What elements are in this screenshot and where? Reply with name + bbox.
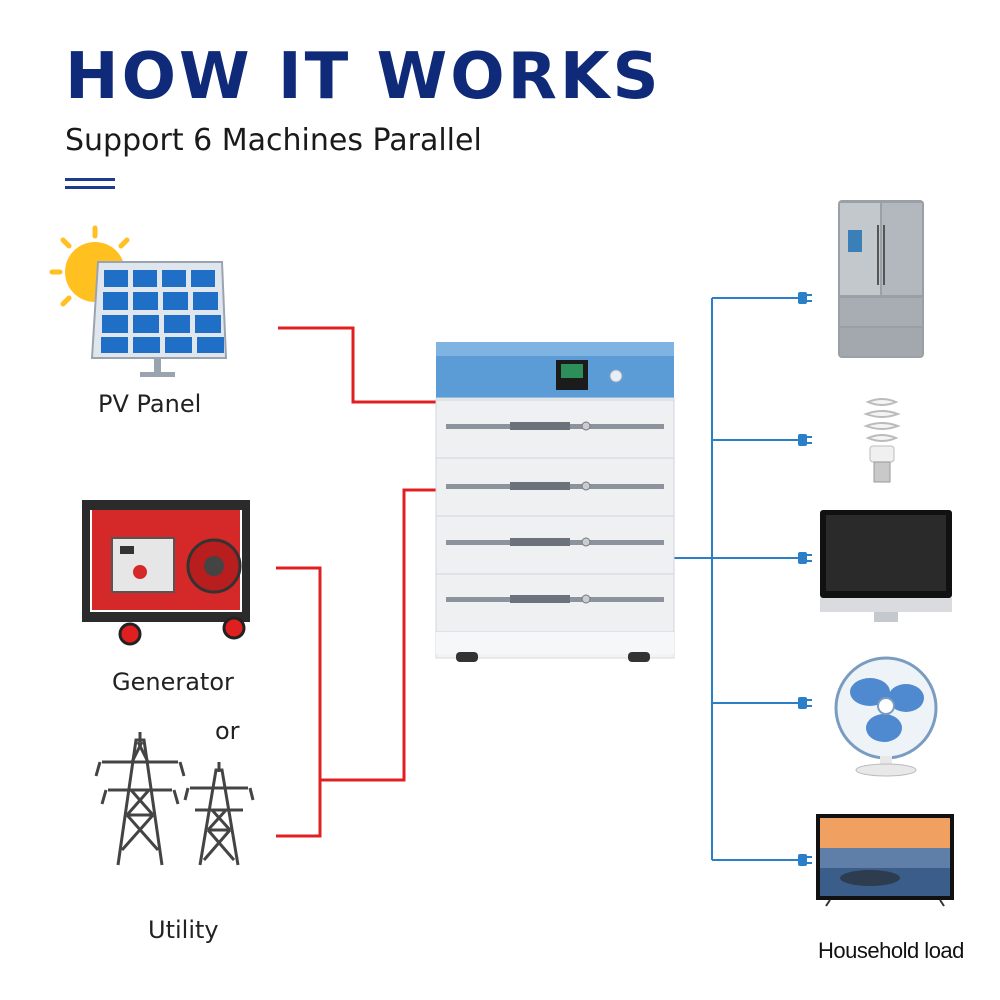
pv-panel-icon (49, 225, 228, 377)
or-label: or (215, 717, 240, 745)
page-subtitle: Support 6 Machines Parallel (65, 123, 482, 158)
plug-icon (798, 552, 812, 564)
grid-connection-line (276, 488, 436, 838)
plug-icon (798, 434, 812, 446)
pv-connection-line (278, 326, 436, 404)
plug-icon (798, 292, 812, 304)
battery-module (435, 457, 675, 517)
accent-line-top (65, 178, 115, 181)
television-icon (816, 814, 954, 907)
utility-label: Utility (148, 916, 219, 944)
load-bus-line (674, 297, 800, 861)
light-bulb-icon (863, 398, 901, 483)
household-load-label: Household load (818, 938, 964, 963)
battery-module (435, 573, 675, 633)
utility-tower-small-icon (183, 762, 255, 866)
battery-module (435, 515, 675, 575)
plug-icons (798, 292, 812, 866)
fan-icon (834, 656, 938, 777)
generator-icon (82, 500, 250, 646)
battery-stack-icon (435, 342, 675, 662)
generator-label: Generator (112, 668, 234, 696)
pv-panel-label: PV Panel (98, 390, 202, 418)
battery-module (435, 399, 675, 459)
plug-icon (798, 697, 812, 709)
refrigerator-icon (838, 200, 924, 358)
plug-icon (798, 854, 812, 866)
utility-tower-icon (94, 732, 186, 866)
accent-line-bottom (65, 186, 115, 189)
page-title: HOW IT WORKS (65, 40, 662, 114)
monitor-icon (820, 510, 952, 622)
